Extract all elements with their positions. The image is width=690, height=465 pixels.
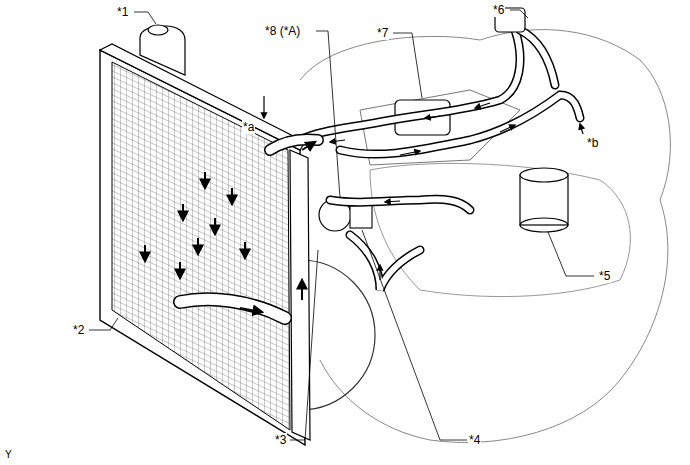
hose	[340, 95, 580, 154]
engine-block	[370, 163, 630, 296]
hose	[350, 235, 420, 290]
leader-line	[393, 33, 422, 98]
flow-arrow	[197, 238, 199, 254]
hose	[520, 30, 555, 85]
callout-number: *7	[376, 26, 389, 40]
oil-filter-bottom	[520, 218, 568, 232]
callout-number: *a	[242, 120, 255, 134]
leader-line	[548, 232, 594, 276]
leader-line	[290, 250, 318, 440]
reservoir-cap	[148, 25, 168, 35]
flow-arrow	[400, 151, 420, 155]
flow-arrow	[302, 142, 315, 150]
flow-arrow	[231, 188, 233, 204]
callout-number: *8 (*A)	[264, 24, 301, 38]
flow-arrow	[214, 218, 216, 234]
figure-code: Y	[4, 448, 13, 462]
radiator-top-tank	[100, 44, 305, 150]
hose-outline	[330, 199, 470, 210]
radiator-tank	[290, 150, 310, 440]
callout-number: *3	[274, 433, 287, 447]
flow-arrow	[179, 262, 181, 278]
flow-arrow	[182, 204, 184, 220]
flow-arrow	[475, 103, 490, 108]
radiator-core	[112, 62, 290, 430]
leader-line	[316, 31, 340, 198]
flow-arrow	[204, 172, 206, 188]
reservoir	[140, 26, 185, 75]
hose-outline	[340, 95, 580, 154]
flow-arrow	[240, 308, 262, 312]
lower-hose	[180, 299, 285, 318]
callout-number: *2	[72, 323, 85, 337]
leader-line	[89, 318, 118, 330]
callout-number: *5	[598, 269, 611, 283]
upper-hose	[270, 139, 318, 150]
flow-arrow	[144, 245, 146, 261]
hose-outline	[350, 235, 420, 290]
callout-number: *6	[492, 3, 505, 17]
leader-line	[134, 12, 156, 24]
callout-number: *1	[116, 5, 129, 19]
hose	[330, 199, 470, 210]
upper-hose-outline	[270, 139, 318, 150]
oil-filter-top	[520, 168, 568, 182]
flow-arrow	[500, 125, 515, 132]
engine-outline	[300, 30, 670, 443]
callout-number: *4	[468, 433, 481, 447]
hose	[300, 12, 520, 140]
outlet-arrow	[580, 124, 583, 134]
flow-arrow	[301, 280, 303, 300]
flow-arrow	[385, 201, 400, 202]
leader-line	[362, 230, 467, 440]
callout-number: *b	[586, 136, 599, 150]
flow-arrow	[425, 116, 440, 118]
lower-hose-outline	[180, 299, 285, 318]
flow-arrow	[330, 140, 345, 142]
radiator-frame	[100, 50, 305, 445]
flow-arrow	[244, 242, 246, 258]
hose-outline	[520, 30, 555, 85]
inlet-arrow	[263, 96, 264, 118]
hose-outline	[300, 12, 520, 140]
leader-line	[510, 10, 528, 18]
